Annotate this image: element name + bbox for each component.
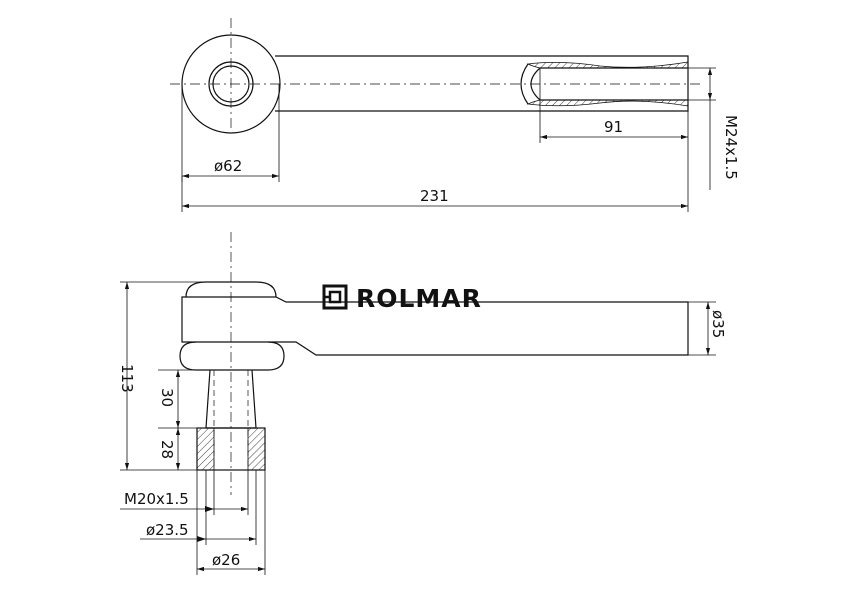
side-view: 113 30 28 ø35 M20x1.5 ø23.5 ø26 <box>118 232 727 575</box>
nut-hatch-right <box>247 427 266 471</box>
brand-name: ROLMAR <box>356 284 482 313</box>
eye-inner-circle <box>208 61 254 107</box>
dim-thread-length: 28 <box>158 440 176 459</box>
nut-hatch-left <box>196 427 215 471</box>
thread-cutaway-outline <box>520 63 688 105</box>
nut-outline <box>196 427 266 471</box>
dim-outer-thread: M24x1.5 <box>722 115 740 180</box>
lower-ring <box>179 341 285 371</box>
dim-pin-length: 30 <box>158 388 176 407</box>
arm-outline <box>275 55 689 112</box>
dim-overall-length: 231 <box>420 187 449 205</box>
eye-bore-circle <box>212 65 250 103</box>
dim-pin-thread: M20x1.5 <box>124 490 189 508</box>
top-view: ø62 91 231 M24x1.5 <box>170 18 740 212</box>
dim-eye-diameter: ø62 <box>214 157 242 175</box>
dim-body-diameter: ø35 <box>709 310 727 338</box>
top-cap <box>185 281 277 298</box>
dim-m20-arrow-left <box>205 506 214 512</box>
dim-height: 113 <box>118 364 136 393</box>
dim-nut-diameter: ø26 <box>212 551 240 569</box>
thread-hatch-top <box>526 61 689 69</box>
thread-hatch-bottom <box>526 99 689 107</box>
brand-logo: ROLMAR <box>322 284 482 313</box>
dim-pin-diameter: ø23.5 <box>146 521 189 539</box>
dim-pin-dia-arrow-left <box>197 536 206 542</box>
rolmar-logo-mark-icon <box>322 284 348 310</box>
dim-thread-depth: 91 <box>604 118 623 136</box>
